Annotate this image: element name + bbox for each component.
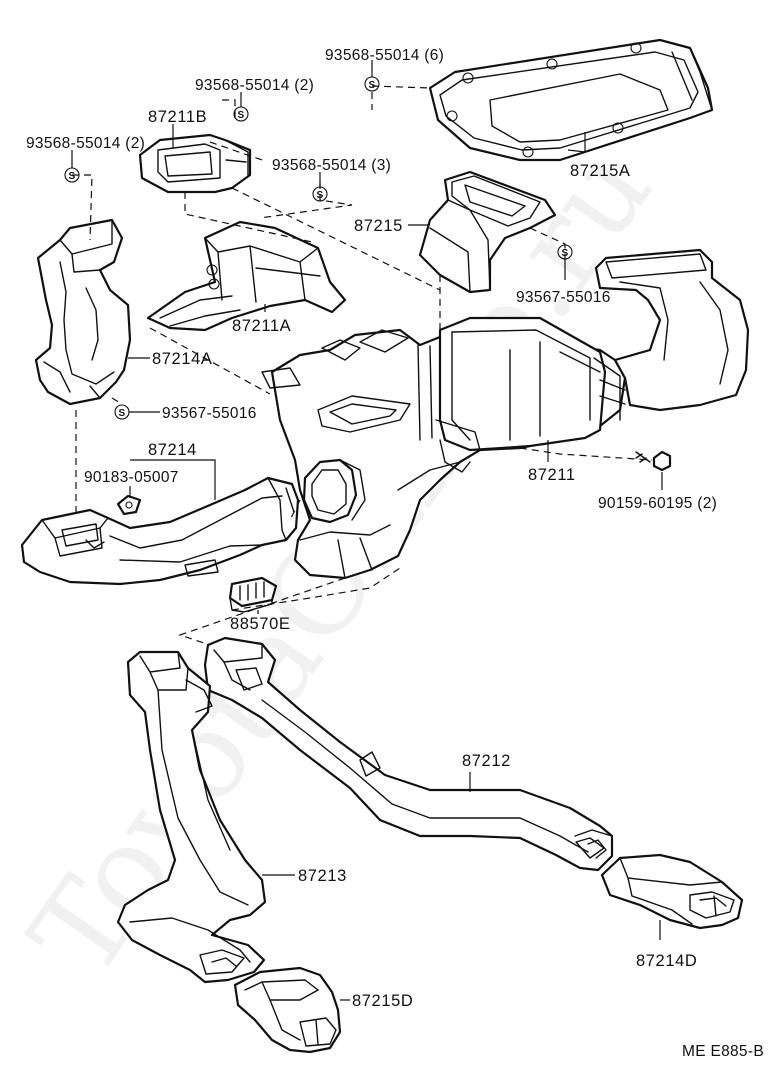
part-87214-drawing [20, 476, 300, 586]
label-90183-05007: 90183-05007 [84, 469, 179, 486]
s-symbol-1: S [364, 76, 380, 92]
assembly-lines [72, 85, 653, 646]
label-93568-55014-3: 93568-55014 (3) [272, 157, 391, 174]
label-88570E: 88570E [230, 615, 291, 633]
s-symbol-2: S [233, 106, 249, 122]
label-87214D: 87214D [636, 952, 697, 970]
part-90159-drawing [635, 450, 672, 472]
part-87213-drawing [116, 650, 267, 984]
part-87212-drawing [203, 636, 614, 872]
part-88570E-drawing [228, 576, 278, 613]
part-87211-drawing [261, 248, 750, 580]
part-87214D-drawing [600, 853, 744, 930]
label-90159-60195: 90159-60195 (2) [598, 495, 717, 512]
part-90183-drawing [116, 494, 142, 516]
label-93567-55016-left: 93567-55016 [162, 405, 257, 422]
label-87214: 87214 [148, 441, 197, 459]
label-93568-55014-2-left: 93568-55014 (2) [26, 135, 145, 152]
s-symbol-4: S [312, 186, 328, 202]
label-87215D: 87215D [352, 992, 413, 1010]
s-symbol-letter: S [119, 408, 126, 419]
part-87211B-drawing [138, 133, 252, 194]
s-symbol-letter: S [69, 171, 76, 182]
part-87215D-drawing [233, 966, 342, 1054]
label-87214A: 87214A [152, 350, 213, 368]
label-93568-55014-2-upper: 93568-55014 (2) [195, 77, 314, 94]
part-87215A-drawing [428, 38, 714, 162]
s-symbol-6: S [114, 404, 130, 420]
leader-lines [71, 60, 663, 1001]
s-symbol-letter: S [317, 190, 324, 201]
label-87211: 87211 [528, 466, 576, 484]
diagram-code: ME E885-B [682, 1043, 764, 1060]
part-87211A-drawing [146, 220, 347, 332]
part-87214A-drawing [34, 218, 132, 406]
s-symbol-letter: S [238, 110, 245, 121]
label-87211B: 87211B [148, 108, 207, 126]
s-symbol-letter: S [369, 80, 376, 91]
label-87215A: 87215A [570, 162, 631, 180]
label-87213: 87213 [298, 867, 347, 885]
label-93568-55014-6: 93568-55014 (6) [325, 47, 444, 64]
label-87211A: 87211A [232, 317, 291, 335]
part-87215-drawing [418, 170, 557, 294]
label-93567-55016-right: 93567-55016 [516, 289, 611, 306]
label-87212: 87212 [462, 752, 511, 770]
label-87215: 87215 [354, 217, 403, 235]
s-symbol-letter: S [562, 248, 569, 259]
